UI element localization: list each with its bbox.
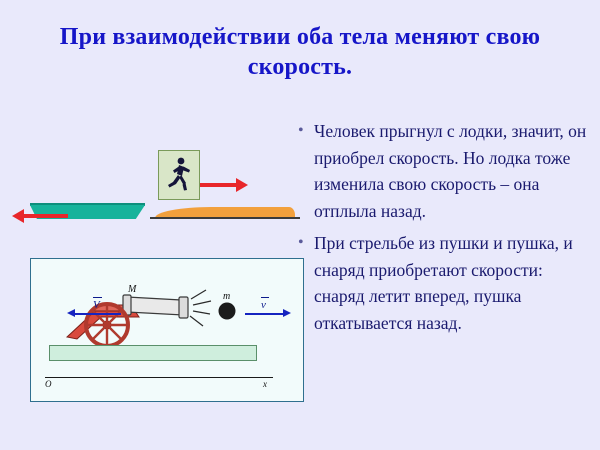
cannon-velocity-label: V [93, 297, 102, 311]
ball-velocity-arrowhead [283, 309, 291, 317]
running-man-image [158, 150, 200, 200]
cannonball [218, 302, 236, 320]
shore-sand [155, 207, 295, 218]
bullet-text: Человек прыгнул с лодки, значит, он прио… [314, 121, 587, 221]
cannon-drawing [65, 289, 236, 348]
list-item: • Человек прыгнул с лодки, значит, он пр… [298, 118, 588, 224]
boat-velocity-arrow [24, 214, 68, 218]
running-man-icon [159, 151, 197, 197]
ball-velocity-label: v [261, 297, 269, 311]
ball-mass-label: m [223, 291, 231, 302]
man-velocity-arrowhead [236, 178, 248, 192]
cannon-barrel [122, 294, 189, 319]
ball-velocity-arrow [245, 313, 285, 315]
x-axis-line [45, 377, 273, 378]
bullet-list: • Человек прыгнул с лодки, значит, он пр… [298, 118, 588, 342]
bullet-marker: • [298, 234, 304, 251]
bullet-text: При стрельбе из пушки и пушка, и снаряд … [314, 233, 573, 333]
origin-label: O [45, 379, 52, 389]
cannon-velocity-arrowhead [67, 309, 75, 317]
list-item: • При стрельбе из пушки и пушка, и снаря… [298, 230, 588, 336]
boat-jump-illustration [0, 150, 300, 250]
cannon-velocity-arrow [75, 313, 121, 315]
boat-velocity-arrowhead [12, 209, 24, 223]
support-platform [49, 345, 257, 361]
ground-line [150, 217, 300, 219]
bullet-marker: • [298, 122, 304, 139]
cannon-diagram-panel: O x M m V v [30, 258, 304, 402]
boat-deck [30, 203, 145, 206]
cannon-mass-label: M [128, 284, 137, 295]
man-velocity-arrow [200, 183, 238, 187]
x-axis-label: x [263, 379, 267, 389]
muzzle-flash [189, 289, 212, 327]
page-title: При взаимодействии оба тела меняют свою … [59, 24, 541, 80]
